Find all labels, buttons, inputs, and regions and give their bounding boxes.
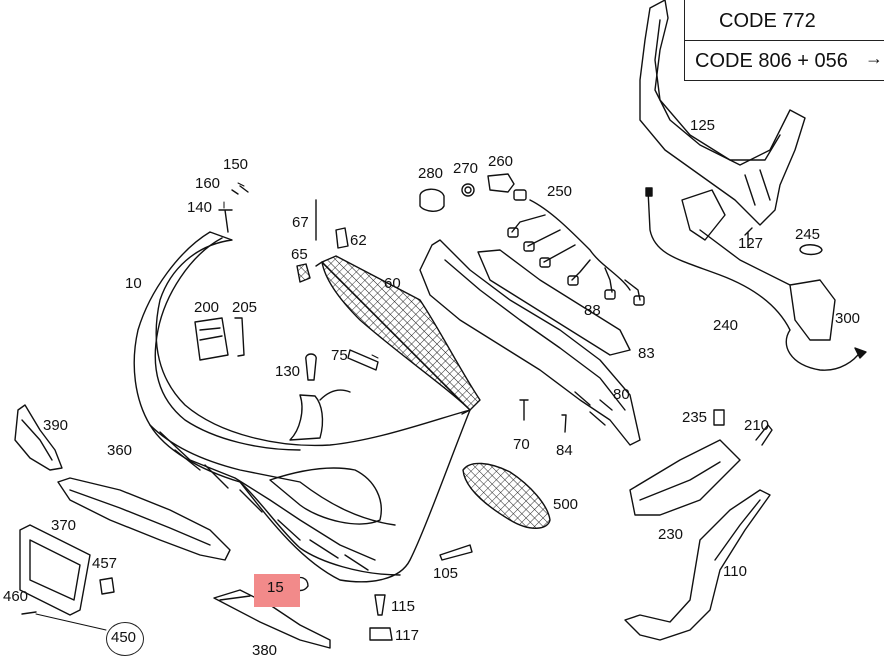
part-label-110[interactable]: 110 [723, 563, 747, 580]
sensor-parts-260-270-280 [419, 173, 515, 212]
part-label-210[interactable]: 210 [744, 417, 770, 434]
part-label-250[interactable]: 250 [547, 183, 573, 200]
part-label-67[interactable]: 67 [292, 214, 309, 231]
arrow-right-icon: → [865, 48, 883, 68]
part-label-10[interactable]: 10 [125, 275, 142, 292]
bumper-cover-part-10 [133, 231, 471, 583]
bracket-part-300 [681, 189, 836, 341]
part-label-380[interactable]: 380 [252, 642, 278, 659]
code-772-label: CODE 772 [719, 10, 816, 32]
part-label-127[interactable]: 127 [738, 235, 764, 252]
plate-bracket-part-370 [19, 524, 91, 616]
upper-carrier-part-125 [639, 0, 806, 226]
code-806-056-label: CODE 806 + 056 [695, 50, 848, 72]
part-label-84[interactable]: 84 [556, 442, 573, 459]
part-label-65[interactable]: 65 [291, 246, 308, 263]
part-label-200[interactable]: 200 [194, 299, 220, 316]
bracket-part-230 [629, 439, 741, 516]
part-label-280[interactable]: 280 [418, 165, 444, 182]
arch-liner-part-110 [624, 489, 771, 641]
part-label-390[interactable]: 390 [43, 417, 69, 434]
part-label-125[interactable]: 125 [690, 117, 716, 134]
part-label-117[interactable]: 117 [395, 627, 419, 644]
harness-part-250 [507, 189, 645, 306]
part-label-460[interactable]: 460 [3, 588, 29, 605]
part-label-15[interactable]: 15 [267, 579, 284, 596]
part-label-240[interactable]: 240 [713, 317, 739, 334]
part-label-62[interactable]: 62 [350, 232, 367, 249]
module-part-200 [194, 317, 245, 361]
part-label-370[interactable]: 370 [51, 517, 77, 534]
part-label-115[interactable]: 115 [391, 598, 415, 615]
bumper-reinforcement-part-80 [419, 239, 641, 446]
highlight-part-15 [254, 574, 300, 607]
code-legend-row-1 [685, 0, 884, 41]
part-label-75[interactable]: 75 [331, 347, 348, 364]
part-label-70[interactable]: 70 [513, 436, 530, 453]
part-label-150[interactable]: 150 [223, 156, 249, 173]
part-label-500[interactable]: 500 [553, 496, 579, 513]
part-label-457[interactable]: 457 [92, 555, 118, 572]
part-label-230[interactable]: 230 [658, 526, 684, 543]
fastener-parts [21, 185, 823, 641]
part-label-130[interactable]: 130 [275, 363, 301, 380]
part-label-260[interactable]: 260 [488, 153, 514, 170]
fog-grille-part-500 [462, 462, 551, 529]
spoiler-part-360 [57, 477, 231, 561]
leader-lines [35, 182, 379, 631]
callout-circle-450 [106, 622, 144, 656]
part-label-105[interactable]: 105 [433, 565, 459, 582]
part-label-205[interactable]: 205 [232, 299, 258, 316]
part-label-160[interactable]: 160 [195, 175, 221, 192]
grille-part-60 [315, 255, 481, 415]
part-label-80[interactable]: 80 [613, 386, 630, 403]
trim-strip-part-380 [213, 589, 331, 649]
clip-part-457 [99, 577, 115, 595]
part-label-235[interactable]: 235 [682, 409, 708, 426]
part-label-360[interactable]: 360 [107, 442, 133, 459]
trim-part-390 [14, 404, 63, 471]
code-legend-box: CODE 772 CODE 806 + 056 → [684, 0, 884, 81]
part-label-300[interactable]: 300 [835, 310, 861, 327]
harness-part-240 [645, 187, 867, 371]
part-label-140[interactable]: 140 [187, 199, 213, 216]
part-label-450[interactable]: 450 [111, 629, 137, 646]
part-label-60[interactable]: 60 [384, 275, 401, 292]
part-label-83[interactable]: 83 [638, 345, 655, 362]
part-label-245[interactable]: 245 [795, 226, 821, 243]
part-label-270[interactable]: 270 [453, 160, 479, 177]
part-label-88[interactable]: 88 [584, 302, 601, 319]
